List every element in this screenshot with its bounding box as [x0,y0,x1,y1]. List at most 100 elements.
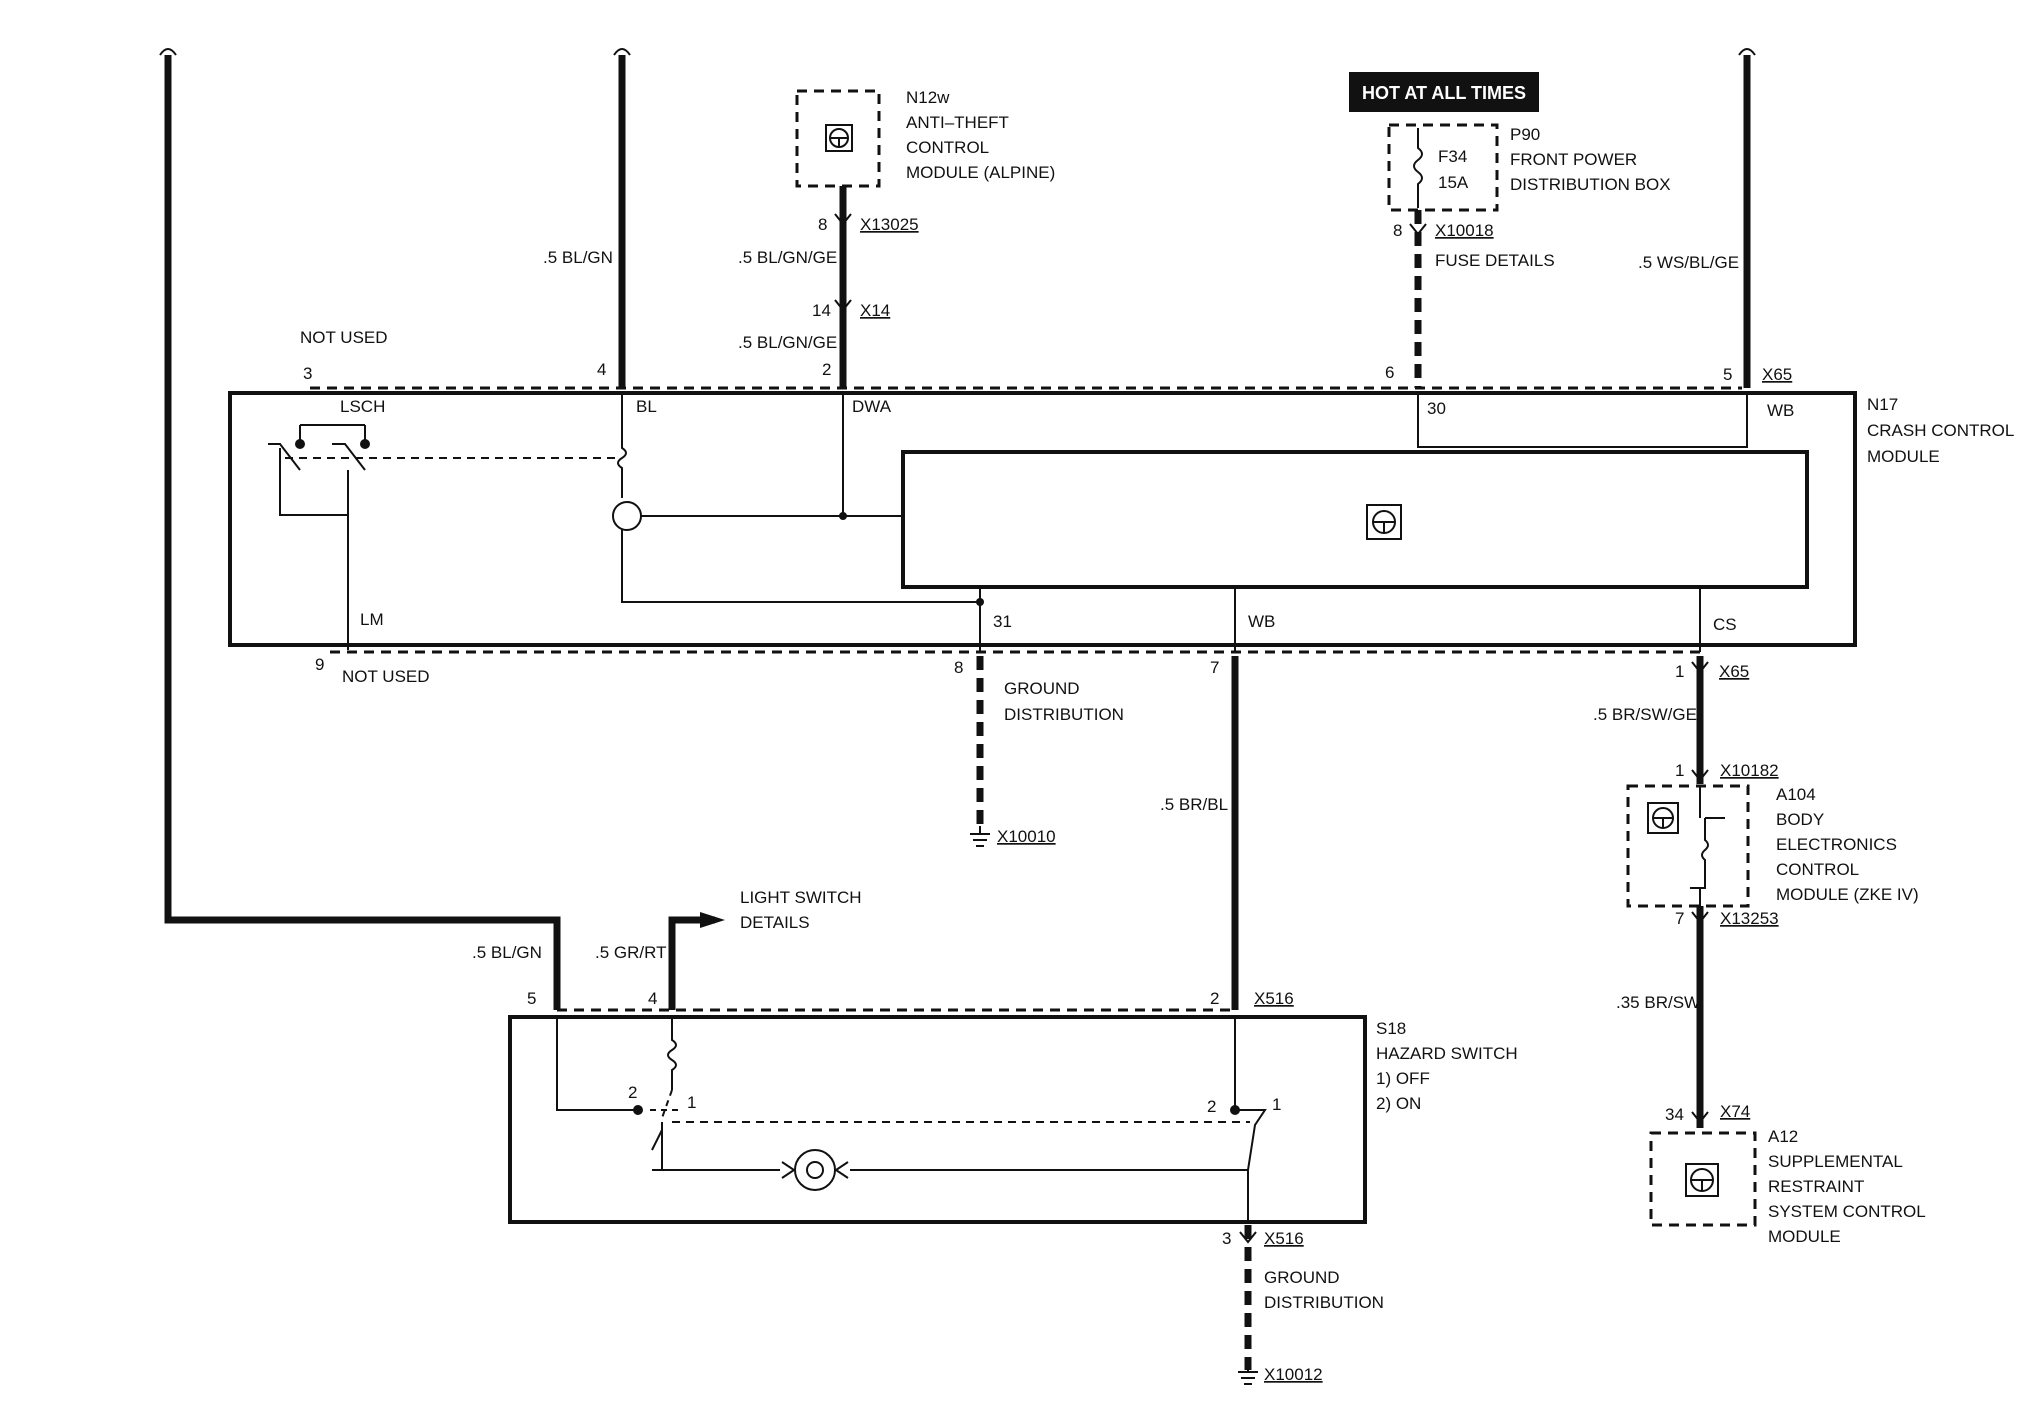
wire-dwa-internal [641,393,903,517]
s18-pin-5: 5 [527,989,536,1008]
n12w-module-box [795,89,881,188]
p90-pin: 8 [1393,221,1402,240]
ground2-label-1: GROUND [1264,1268,1340,1287]
term-30: 30 [1427,399,1446,418]
wire-inner-outputs [979,587,1701,652]
ground1-label-2: DISTRIBUTION [1004,705,1124,724]
module-icon [1647,802,1679,834]
n12w-label-1: ANTI–THEFT [906,113,1009,132]
a104-internal-switch [1690,786,1725,906]
n17-inner-box [901,450,1809,589]
p90-label-2: DISTRIBUTION BOX [1510,175,1671,194]
wire-ws-bl-ge [1738,48,1756,388]
a12-pin: 34 [1665,1105,1684,1124]
s18-id: S18 [1376,1019,1406,1038]
ground1-conn: X10010 [997,827,1056,846]
ground2-conn-top: X516 [1264,1229,1304,1248]
fuse-amps: 15A [1438,173,1469,192]
a104-id: A104 [1776,785,1816,804]
n17-id: N17 [1867,395,1898,414]
connector-icon [1691,911,1709,1124]
ground-icon [970,826,990,847]
s18-pin-2: 2 [1210,989,1219,1008]
term-dwa: DWA [852,397,892,416]
x14-pin: 14 [812,301,831,320]
a104-label-3: CONTROL [1776,860,1859,879]
a12-label-2: RESTRAINT [1768,1177,1864,1196]
a104-label-2: ELECTRONICS [1776,835,1897,854]
a104-label-4: MODULE (ZKE IV) [1776,885,1919,904]
ground1-label-1: GROUND [1004,679,1080,698]
wire-label-gr-rt: .5 GR/RT [595,943,666,962]
fuse-id: F34 [1438,147,1467,166]
ground-icon [1238,1364,1258,1385]
wire-bl-gn-top [613,48,631,388]
transistor-icon [612,501,642,531]
s18-label-1: HAZARD SWITCH [1376,1044,1518,1063]
a12-label-1: SUPPLEMENTAL [1768,1152,1903,1171]
connector-icon [1691,661,1709,782]
s18-sw2-pin-2: 2 [1207,1097,1216,1116]
term-lm: LM [360,610,384,629]
module-icon [1685,1163,1719,1197]
n12w-conn: X13025 [860,215,919,234]
n17-pin-2: 2 [822,360,831,379]
n17-pin-5: 5 [1723,365,1732,384]
a12-module-box [1649,1131,1757,1227]
n12w-pin: 8 [818,215,827,234]
s18-switch-box [508,1015,1367,1224]
wire-label-br-sw-ge: .5 BR/SW/GE [1593,705,1697,724]
term-wb-bot: WB [1248,612,1275,631]
wire-label-bl-gn-ge-2: .5 BL/GN/GE [738,333,837,352]
term-lsch: LSCH [340,397,385,416]
wire-label-bl-gn-ge-1: .5 BL/GN/GE [738,248,837,267]
wire-label-br-sw: .35 BR/SW [1616,993,1700,1012]
s18-pin-4: 4 [648,989,657,1008]
wire-left-long [159,48,561,1010]
light-switch-label-2: DETAILS [740,913,810,932]
wire-label-bl-gn: .5 BL/GN [543,248,613,267]
a12-conn: X74 [1720,1102,1750,1121]
a12-label-4: MODULE [1768,1227,1841,1246]
s18-label-3: 2) ON [1376,1094,1421,1113]
n17-module-box [228,391,1857,647]
n17-pin-4: 4 [597,360,606,379]
a104-module-box [1626,784,1750,908]
n12w-label-3: MODULE (ALPINE) [906,163,1055,182]
ground2-label-2: DISTRIBUTION [1264,1293,1384,1312]
wire-30-internal [1417,393,1748,448]
connector-icon [834,213,852,312]
n17-not-used-bottom: NOT USED [342,667,430,686]
hot-label: HOT AT ALL TIMES [1362,83,1526,103]
n17-pin-6: 6 [1385,363,1394,382]
n17-conn-bottom: X65 [1719,662,1749,681]
s18-internal-circuit [556,1017,1267,1222]
light-switch-label-1: LIGHT SWITCH [740,888,862,907]
n17-pin-7: 7 [1210,658,1219,677]
wire-gr-rt [668,916,715,1010]
a104-label-1: BODY [1776,810,1824,829]
a12-id: A12 [1768,1127,1798,1146]
a104-pin-bot: 7 [1675,909,1684,928]
wire-label-ws-bl-ge: .5 WS/BL/GE [1638,253,1739,272]
connector-icon [1409,223,1427,236]
module-icon [825,124,853,152]
term-wb-top: WB [1767,401,1794,420]
p90-id: P90 [1510,125,1540,144]
wire-label-bl-gn-bottom: .5 BL/GN [472,943,542,962]
relay-contacts [268,424,620,650]
term-cs: CS [1713,615,1737,634]
s18-conn-top: X516 [1254,989,1294,1008]
n12w-id: N12w [906,88,950,107]
n12w-label-2: CONTROL [906,138,989,157]
a104-pin-top: 1 [1675,761,1684,780]
p90-box [1387,123,1499,212]
module-icon [1366,504,1402,540]
a104-conn-bot: X13253 [1720,909,1779,928]
connector-icon [1239,1231,1257,1244]
n17-label-2: MODULE [1867,447,1940,466]
p90-label-1: FRONT POWER [1510,150,1637,169]
hazard-lamp-icon [781,1149,849,1191]
ground2-pin: 3 [1222,1229,1231,1248]
n17-pin-3: 3 [303,364,312,383]
